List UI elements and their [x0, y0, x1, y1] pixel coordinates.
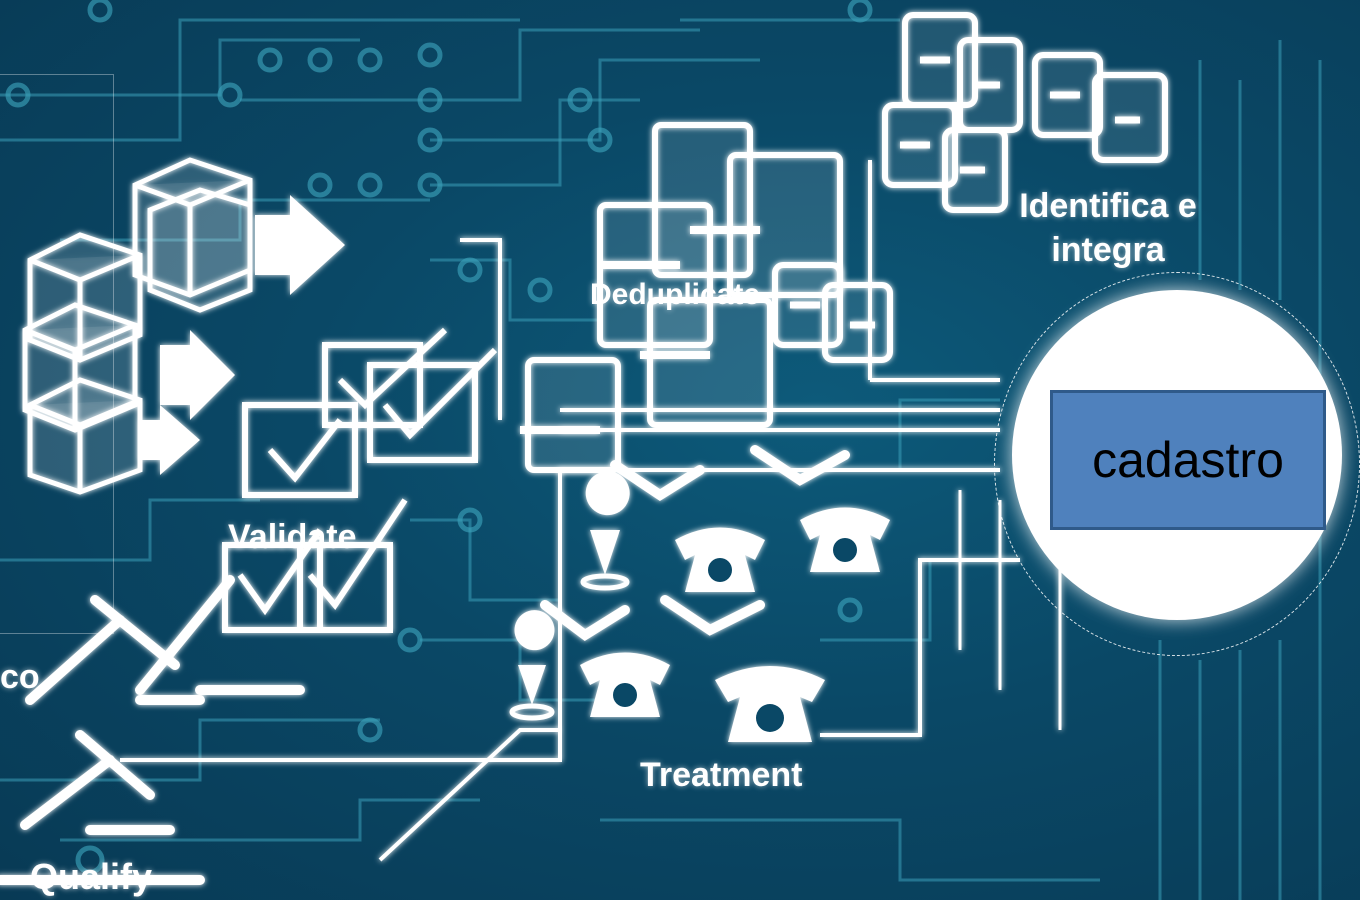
partial-left-label: co — [0, 658, 40, 696]
document-stack-icon — [520, 122, 843, 473]
left-frame — [0, 74, 114, 634]
file-transfer-icon — [772, 12, 1168, 363]
gavel-icon — [0, 575, 305, 885]
cadastro-box[interactable]: cadastro — [1050, 390, 1326, 530]
circuit-nodes — [5, 0, 873, 875]
telephone-dials — [613, 538, 857, 732]
boxes-icon — [22, 157, 253, 495]
deduplicate-label: Deduplicate — [590, 278, 761, 311]
treatment-label: Treatment — [640, 756, 803, 794]
identify-label: Identifica e integra — [1019, 187, 1197, 269]
arrow-right-icons — [140, 195, 345, 475]
map-pin-bases — [509, 573, 630, 721]
checklist-icon — [222, 327, 498, 633]
map-pin-icon — [514, 471, 630, 705]
validate-label: Validate — [228, 518, 357, 556]
handshake-icon — [540, 445, 850, 642]
qualify-label: Qualify — [30, 856, 153, 897]
